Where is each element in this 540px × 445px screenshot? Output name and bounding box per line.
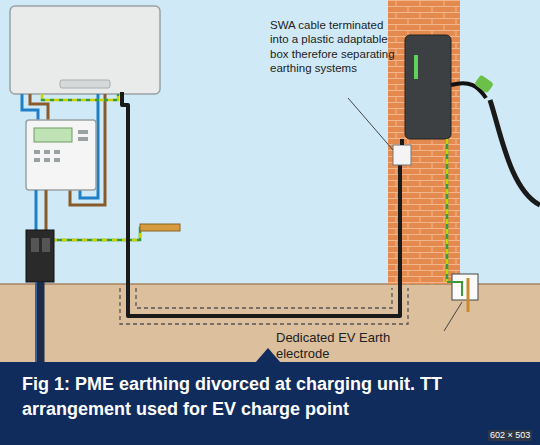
service-cutout (26, 230, 54, 282)
consumer-unit-latch (60, 80, 110, 88)
meter-buttons (34, 130, 88, 162)
ev-earth-conductor (446, 139, 449, 282)
cutout-fuse (42, 238, 50, 252)
charger-feed (400, 139, 404, 145)
live-tail (45, 190, 48, 230)
consumer-unit (10, 6, 160, 94)
neutral-tail (35, 190, 38, 230)
earth-electrode (467, 278, 470, 312)
earth-conductor (42, 94, 118, 100)
supply-cable-highlight (35, 282, 37, 364)
electrode-lead (447, 282, 462, 296)
adaptable-box (393, 145, 411, 165)
earth-pit (452, 274, 478, 300)
caption-band (0, 362, 540, 445)
charging-lead (490, 100, 540, 205)
swa-cable (122, 92, 400, 316)
size-watermark: 602 × 503 (488, 430, 532, 441)
electricity-meter (26, 120, 96, 190)
cable-duct (120, 288, 408, 324)
callout-note: SWA cable terminated into a plastic adap… (270, 18, 400, 76)
earth-terminal (140, 224, 180, 231)
meter-display (34, 128, 72, 142)
sky (0, 0, 540, 300)
ev-charger (405, 35, 451, 139)
leader-line (348, 98, 393, 150)
charger-light (414, 55, 418, 79)
figure-caption: Fig 1: PME earthing divorced at charging… (22, 372, 492, 422)
live-tail (30, 94, 48, 120)
supply-cable (36, 282, 45, 364)
ev-earth-conductor (446, 139, 449, 282)
leader-line (444, 302, 462, 331)
earth-conductor (42, 94, 118, 100)
charging-plug (474, 74, 494, 93)
electrode-label: Dedicated EV Earth electrode (276, 330, 446, 363)
cutout-fuse (31, 238, 39, 252)
